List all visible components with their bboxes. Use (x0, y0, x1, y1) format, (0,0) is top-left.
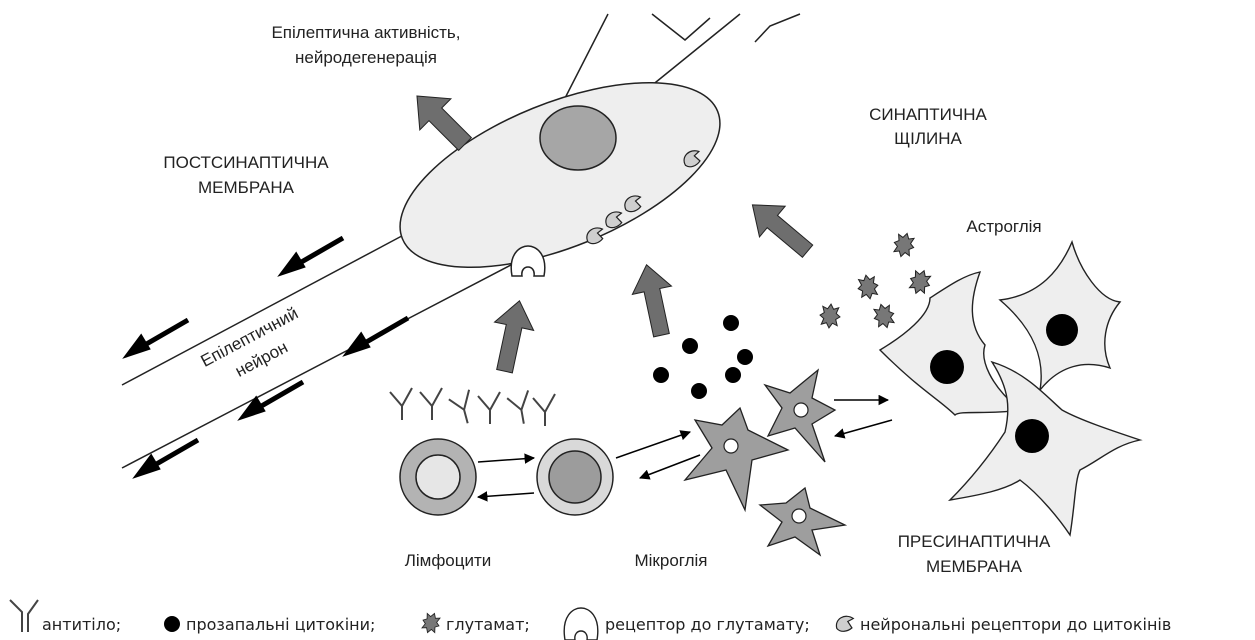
legend-antibody-label: антитіло; (42, 615, 121, 634)
presynaptic-label-line2: МЕМБРАНА (926, 557, 1023, 576)
legend-glutamate-receptor-icon (564, 608, 598, 640)
postsynaptic-label-line2: МЕМБРАНА (198, 178, 295, 197)
legend-glutamate-icon (420, 611, 443, 636)
glutamate-icon (871, 302, 897, 330)
cytokine-icon (691, 383, 707, 399)
activity-label-line1: Епілептична активність, (271, 23, 460, 42)
epileptic-neuron (122, 14, 800, 468)
cleft-label-line1: СИНАПТИЧНА (869, 105, 987, 124)
antibody-icon (478, 392, 500, 424)
gray-arrow-icon (485, 297, 539, 376)
legend-cytokine-receptors-label: нейрональні рецептори до цитокінів (860, 615, 1171, 634)
glutamate-particles (819, 231, 934, 330)
neuron-soma (375, 45, 744, 306)
legend-antibody-icon (10, 600, 38, 632)
legend-glutamate-receptor-label: рецептор до глутамату; (605, 615, 810, 634)
antibody-icon (533, 394, 555, 426)
astrocyte-cell (880, 272, 1020, 415)
interaction-arrow (478, 458, 534, 462)
lymphocytes (400, 439, 613, 515)
neuron-nucleus (540, 106, 616, 170)
lymphocyte-cell (400, 439, 476, 515)
microglia-cell (685, 408, 788, 510)
activity-label-line2: нейродегенерація (295, 48, 437, 67)
dendrite-zigzag-1 (652, 14, 710, 40)
interaction-arrow (478, 493, 534, 497)
glutamate-icon (906, 267, 933, 296)
antibodies (390, 388, 555, 426)
microglia-label: Мікроглія (634, 551, 707, 570)
propagation-arrow-icon (349, 318, 408, 352)
legend-glutamate-label: глутамат; (446, 615, 530, 634)
cytokine-icon (725, 367, 741, 383)
astrocyte-cell (1000, 242, 1120, 390)
gray-arrow-icon (740, 190, 821, 267)
antibody-icon (448, 390, 478, 427)
microglia (616, 370, 892, 555)
interaction-arrow (835, 420, 892, 436)
glutamate-icon (891, 231, 917, 259)
legend: антитіло; прозапальні цитокіни; глутамат… (10, 600, 1171, 640)
postsynaptic-label-line1: ПОСТСИНАПТИЧНА (163, 153, 329, 172)
dendrite-zigzag-2 (755, 14, 800, 42)
microglia-cell (760, 488, 845, 555)
gray-arrow-icon (627, 261, 681, 340)
astroglia-label: Астроглія (966, 217, 1041, 236)
cytokine-icon (737, 349, 753, 365)
antibody-icon (420, 388, 442, 420)
glutamate-icon (856, 273, 880, 300)
antibody-icon (390, 388, 412, 420)
lymphocytes-label: Лімфоцити (405, 551, 492, 570)
legend-cytokine-receptor-icon (835, 615, 855, 632)
cleft-label-line2: ЩІЛИНА (894, 129, 962, 148)
cytokine-icon (723, 315, 739, 331)
cytokine-icon (682, 338, 698, 354)
propagation-arrow-icon (129, 320, 188, 354)
glutamate-icon (819, 303, 841, 329)
interaction-arrow (616, 432, 690, 458)
axon-lower-line (122, 242, 555, 468)
cytokine-icon (653, 367, 669, 383)
legend-cytokines-label: прозапальні цитокіни; (186, 615, 375, 634)
lymphocyte-cell (537, 439, 613, 515)
legend-cytokine-icon (164, 616, 180, 632)
propagation-arrow-icon (284, 238, 343, 272)
propagation-arrow-icon (139, 440, 198, 474)
presynaptic-label-line1: ПРЕСИНАПТИЧНА (898, 532, 1051, 551)
antibody-icon (506, 390, 533, 425)
